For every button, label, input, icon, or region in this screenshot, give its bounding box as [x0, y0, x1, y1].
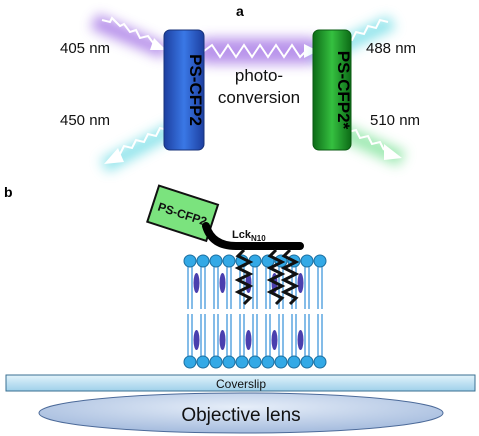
- lipid-head: [235, 355, 249, 369]
- lipid-bilayer: [183, 254, 327, 369]
- wavelength-488: 488 nm: [366, 40, 416, 57]
- lipid-head: [183, 254, 197, 268]
- lipid-head: [300, 355, 314, 369]
- lipid-head: [222, 254, 236, 268]
- anchor-chain-3: [280, 248, 300, 306]
- cholesterol: [193, 330, 200, 350]
- ps-cfp2-protein: PS-CFP2: [146, 184, 220, 243]
- objective-label: Objective lens: [181, 405, 300, 426]
- cholesterol: [271, 330, 278, 350]
- ps-cfp2-star-box: PS-CFP2*: [312, 29, 353, 151]
- anchor-chain-2: [266, 248, 286, 306]
- lipid-head: [209, 254, 223, 268]
- coverslip-label: Coverslip: [216, 377, 266, 391]
- panel-a-label: a: [236, 3, 244, 19]
- cholesterol: [245, 330, 252, 350]
- lck-anchor: [202, 222, 304, 250]
- lipid-head: [209, 355, 223, 369]
- lipid-head: [313, 355, 327, 369]
- lipid-head: [196, 355, 210, 369]
- photoconversion-line2: conversion: [218, 88, 300, 107]
- ps-cfp2-star-label: PS-CFP2*: [334, 51, 353, 130]
- wavelength-510: 510 nm: [370, 112, 420, 129]
- lipid-head: [274, 355, 288, 369]
- lipid-head: [300, 254, 314, 268]
- panel-a: a: [60, 3, 420, 172]
- anchor-chain-1: [234, 248, 254, 306]
- lipid-head: [313, 254, 327, 268]
- panel-b: b PS-CFP2 LckN10 Coverslip Objective len…: [4, 184, 476, 434]
- wavelength-405: 405 nm: [60, 40, 110, 57]
- lipid-head: [196, 254, 210, 268]
- lipid-anchor-chains: [234, 248, 300, 306]
- wavelength-450: 450 nm: [60, 112, 110, 129]
- cholesterol: [193, 273, 200, 293]
- lck-label: LckN10: [232, 229, 266, 243]
- cholesterol: [219, 330, 226, 350]
- cholesterol: [297, 273, 304, 293]
- coverslip: Coverslip: [5, 374, 476, 392]
- lipid-head: [183, 355, 197, 369]
- violet-excitation-beam: [90, 14, 170, 58]
- lipid-head: [222, 355, 236, 369]
- ps-cfp2-label: PS-CFP2: [186, 54, 205, 126]
- lipid-head: [287, 355, 301, 369]
- cholesterol: [219, 273, 226, 293]
- photoconversion-line1: photo-: [235, 66, 283, 85]
- cyan-emission-beam: [100, 122, 178, 172]
- violet-conversion-beam: [196, 38, 322, 64]
- lipid-head: [248, 355, 262, 369]
- cholesterol: [297, 330, 304, 350]
- objective-lens: Objective lens: [38, 392, 444, 434]
- panel-b-label: b: [4, 184, 13, 200]
- lipid-head: [261, 355, 275, 369]
- ps-cfp2-box: PS-CFP2: [163, 29, 205, 151]
